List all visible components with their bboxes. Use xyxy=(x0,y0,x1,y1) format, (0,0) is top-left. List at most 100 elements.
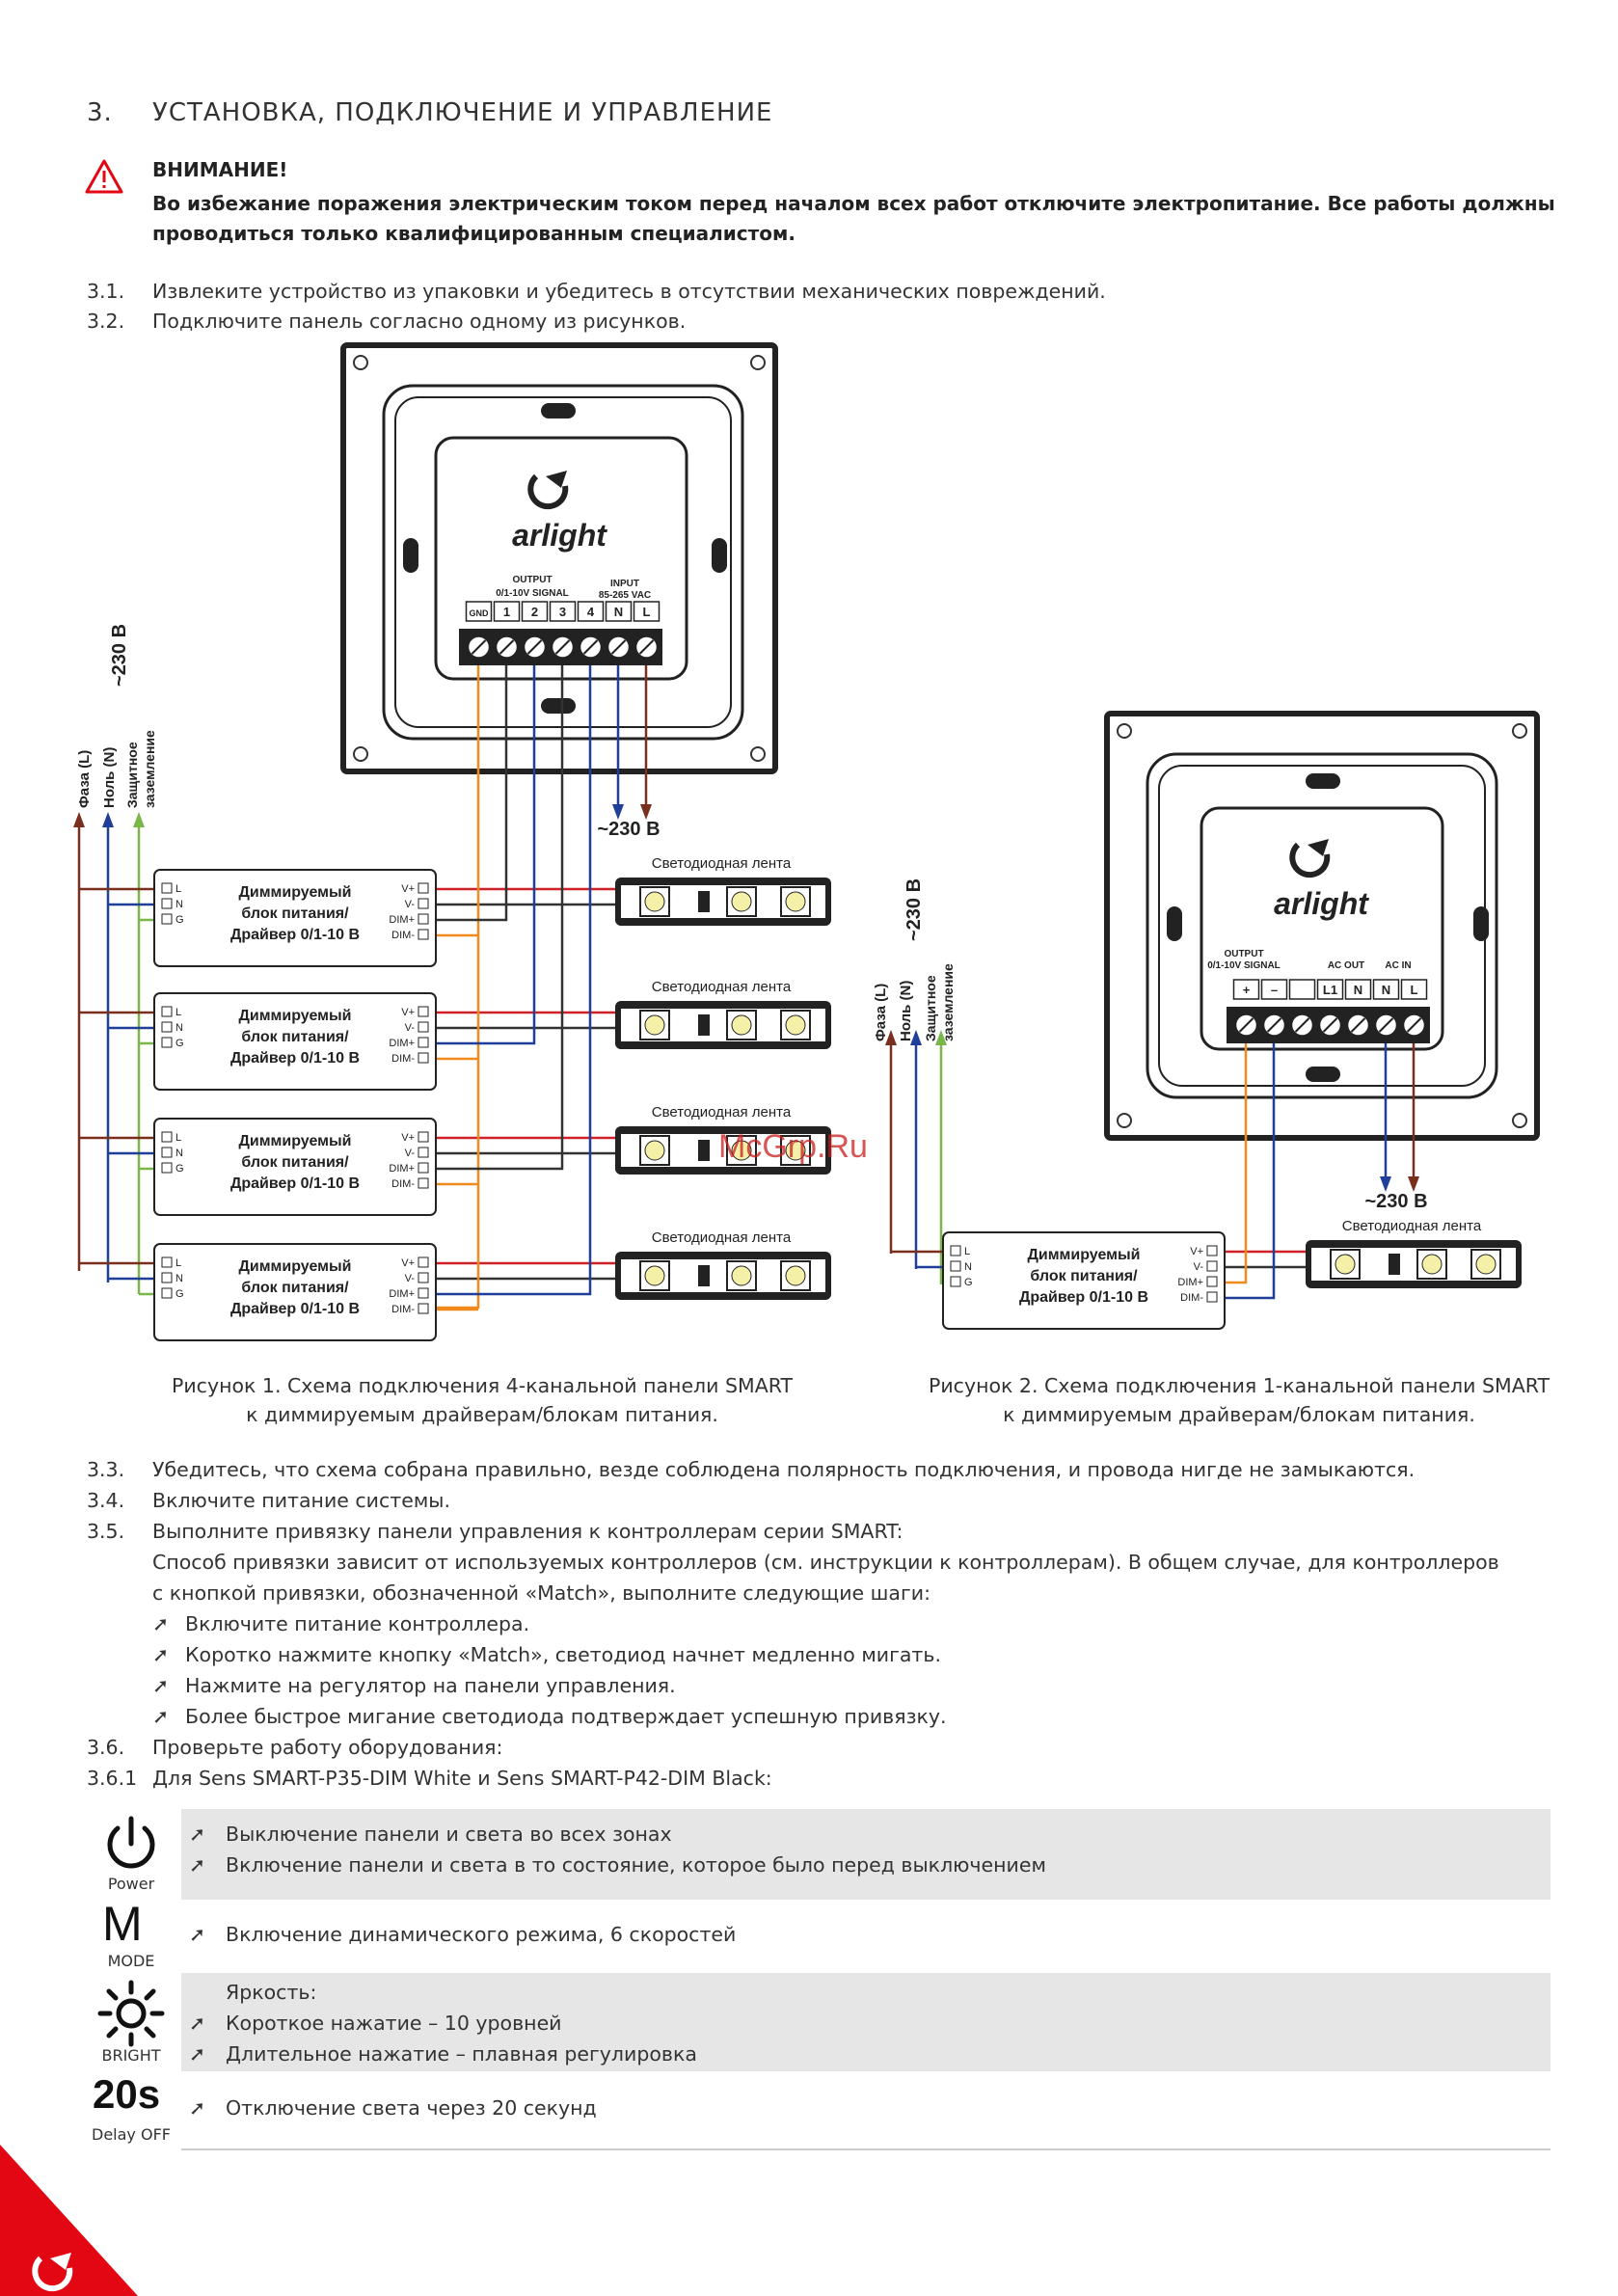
terminal-label: L xyxy=(643,605,651,619)
driver-output-label: DIM- xyxy=(1180,1292,1203,1304)
control-row-delay: ➚Отключение света через 20 секунд xyxy=(181,2081,1551,2139)
list-item: ➚Более быстрое мигание светодиода подтве… xyxy=(152,1705,947,1728)
step-3-3: 3.3.Убедитесь, что схема собрана правиль… xyxy=(87,1458,1415,1481)
step-3-5: 3.5. Выполните привязку панели управления… xyxy=(87,1520,903,1543)
driver-label: блок питания/ xyxy=(241,1154,349,1171)
driver-label: Драйвер 0/1-10 В xyxy=(230,927,360,943)
strip-label: Светодиодная лента xyxy=(1342,1218,1482,1234)
driver-label: Диммируемый xyxy=(238,884,351,901)
terminal-label: N xyxy=(1382,983,1390,997)
driver-input-label: N xyxy=(175,1273,183,1284)
terminal-label: N xyxy=(614,605,623,619)
control-row-bright: Яркость: ➚Короткое нажатие – 10 уровней … xyxy=(181,1973,1551,2071)
driver-input-label: L xyxy=(175,1007,181,1018)
driver-input-label: N xyxy=(175,1022,183,1034)
warning-text: Во избежание поражения электрическим ток… xyxy=(152,192,1555,245)
terminal-label: 2 xyxy=(531,605,538,619)
driver-output-label: V+ xyxy=(1190,1246,1203,1257)
terminal-label-box xyxy=(493,601,521,622)
panel-wires xyxy=(885,1030,1419,1300)
svg-text:заземление: заземление xyxy=(142,730,157,808)
driver-label: блок питания/ xyxy=(241,905,349,922)
svg-text:0/1-10V SIGNAL: 0/1-10V SIGNAL xyxy=(496,588,569,599)
svg-text:OUTPUT: OUTPUT xyxy=(1224,949,1263,959)
svg-text:AC OUT: AC OUT xyxy=(1328,960,1364,971)
caption-line: к диммируемым драйверам/блокам питания. xyxy=(1003,1403,1475,1426)
driver-label: Драйвер 0/1-10 В xyxy=(230,1050,360,1067)
svg-text:Ноль (N): Ноль (N) xyxy=(898,981,914,1041)
arrow-icon: ➚ xyxy=(152,1612,170,1635)
step-number: 3.2. xyxy=(87,310,125,333)
led-strip: Светодиодная лента xyxy=(1306,1218,1522,1288)
list-item: ➚Нажмите на регулятор на панели управлен… xyxy=(152,1674,676,1697)
svg-text:заземление: заземление xyxy=(940,963,956,1041)
terminal-label: 3 xyxy=(559,605,566,619)
driver-output-label: V- xyxy=(1194,1261,1204,1273)
delay-label: Delay OFF xyxy=(92,2125,171,2144)
terminal-label-box xyxy=(577,601,605,622)
svg-text:Защитное: Защитное xyxy=(124,742,140,808)
table-bottom-divider xyxy=(181,2148,1551,2150)
driver-output-label: V+ xyxy=(401,1007,415,1018)
terminal-label: GND xyxy=(470,608,490,618)
terminal-label: 1 xyxy=(503,605,510,619)
terminal-label-box xyxy=(1400,979,1428,1000)
mains-label-vertical: ~230 В xyxy=(109,624,130,687)
terminal-label-box xyxy=(465,601,493,622)
arrow-icon: ➚ xyxy=(152,1674,170,1697)
caption-line: к диммируемым драйверам/блокам питания. xyxy=(246,1403,718,1426)
terminal-label-box xyxy=(1344,979,1372,1000)
step-3-6: 3.6. Проверьте работу оборудования: xyxy=(87,1736,502,1759)
svg-text:OUTPUT: OUTPUT xyxy=(512,575,552,585)
step-number: 3.5. xyxy=(87,1520,125,1543)
driver-label: Диммируемый xyxy=(238,1133,351,1149)
driver-output-label: V+ xyxy=(401,1132,415,1144)
svg-text:INPUT: INPUT xyxy=(610,579,639,589)
section-number: 3. xyxy=(87,98,113,127)
arlight-corner-logo xyxy=(0,2145,138,2296)
driver-input-label: L xyxy=(175,883,181,895)
power-label: Power xyxy=(107,1875,155,1893)
driver-input-label: N xyxy=(175,899,183,910)
step-text: Выполните привязку панели управления к к… xyxy=(152,1520,903,1543)
step-3-5-paragraph: с кнопкой привязки, обозначенной «Match»… xyxy=(152,1581,930,1605)
diagram-2: arlight OUTPUT 0/1-10V SIGNAL AC OUT AC … xyxy=(873,711,1540,1330)
step-3-2: 3.2.Подключите панель согласно одному из… xyxy=(87,310,686,333)
terminal-label-box xyxy=(1232,979,1260,1000)
mains-label: ~230 В xyxy=(1364,1191,1427,1212)
driver-input-label: L xyxy=(175,1132,181,1144)
strip-label: Светодиодная лента xyxy=(652,979,792,995)
terminal-label-box xyxy=(1260,979,1288,1000)
strip-label: Светодиодная лента xyxy=(652,855,792,872)
mains-label-vertical: ~230 В xyxy=(903,878,925,941)
svg-text:85-265 VAC: 85-265 VAC xyxy=(599,590,651,601)
driver-label: Диммируемый xyxy=(238,1258,351,1275)
mains-label: ~230 В xyxy=(597,819,660,840)
driver-input-label: G xyxy=(175,914,184,926)
driver-input-label: G xyxy=(175,1288,184,1300)
strip-list: Светодиодная лента xyxy=(1306,1218,1522,1288)
step-number: 3.6. xyxy=(87,1736,125,1759)
driver-input-label: N xyxy=(964,1261,972,1273)
led-strip: Светодиодная лента xyxy=(615,1104,831,1175)
terminal-label-box xyxy=(605,601,633,622)
driver-input-label: G xyxy=(175,1163,184,1175)
driver-label: Диммируемый xyxy=(238,1008,351,1024)
terminal-label-box xyxy=(521,601,549,622)
driver-label: Драйвер 0/1-10 В xyxy=(230,1301,360,1317)
svg-text:Ноль (N): Ноль (N) xyxy=(101,747,118,808)
driver-label: блок питания/ xyxy=(241,1280,349,1296)
driver-output-label: V- xyxy=(405,1273,416,1284)
driver-label: Драйвер 0/1-10 В xyxy=(230,1175,360,1192)
list-item: ➚Коротко нажмите кнопку «Match», светоди… xyxy=(152,1643,941,1666)
terminal-label-box xyxy=(1372,979,1400,1000)
terminal-block xyxy=(459,629,662,665)
svg-text:Фаза (L): Фаза (L) xyxy=(873,984,889,1041)
driver-input-label: L xyxy=(964,1246,970,1257)
list-item: ➚Включите питание контроллера. xyxy=(152,1612,530,1635)
arlight-logo: arlight xyxy=(1274,839,1369,921)
step-text: Проверьте работу оборудования: xyxy=(152,1736,503,1759)
step-text: Извлеките устройство из упаковки и убеди… xyxy=(152,280,1106,303)
